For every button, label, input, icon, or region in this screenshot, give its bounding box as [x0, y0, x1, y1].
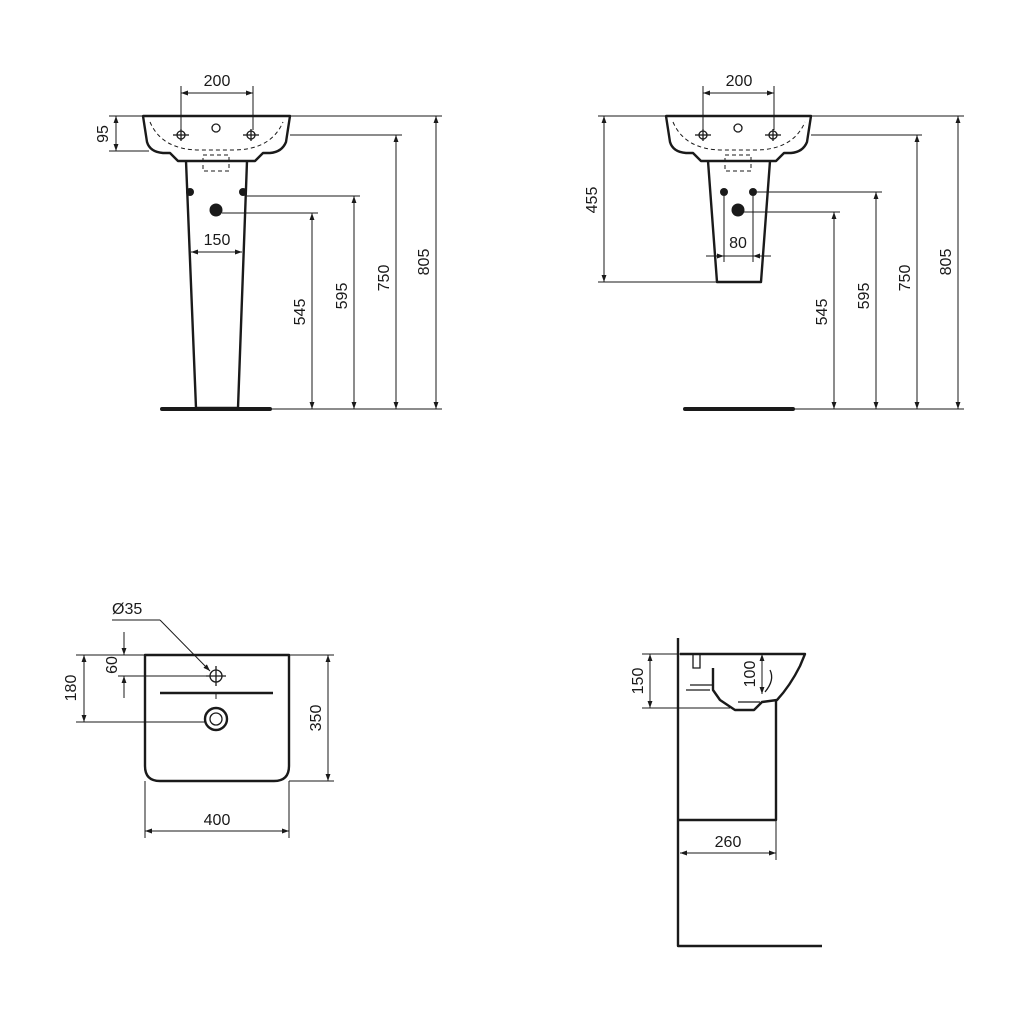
semi-pedestal-shroud: [706, 160, 772, 284]
dim-pedestal-width: 150: [204, 232, 231, 249]
tap-hole-left-icon: [695, 129, 711, 141]
pedestal-column: [184, 160, 249, 410]
dim-waste-height: 545: [292, 299, 309, 326]
pedestal-front-view: 200 95 150 545 595 750 805: [95, 73, 442, 411]
supply-point-left: [186, 188, 194, 196]
plan-view: Ø35 60 180 350 400: [63, 601, 334, 838]
bowl-inner-curve: [764, 669, 773, 693]
dim-supply-height: 595: [856, 283, 873, 310]
dim-depth: 350: [308, 705, 325, 732]
dim-supply-height: 595: [334, 283, 351, 310]
basin-bowl-hidden-line: [149, 121, 284, 151]
dim-rim-height: 750: [897, 265, 914, 292]
dim-semi-pedestal-width: 80: [729, 235, 747, 252]
basin-outline: [141, 114, 292, 163]
waste-trap-hidden: [724, 154, 752, 172]
waste-point: [209, 203, 223, 217]
waste-point: [731, 203, 745, 217]
overflow-hole-icon: [733, 123, 743, 133]
dim-bowl-depth: 100: [742, 661, 759, 688]
dim-semi-pedestal-height: 455: [584, 187, 601, 214]
tap-hole-section: [692, 654, 701, 669]
wall-and-floor: [676, 638, 822, 948]
dim-rim-height: 750: [376, 265, 393, 292]
basin-plan-outline: [143, 653, 291, 783]
waste-outlet-icon: [203, 706, 229, 732]
dim-waste-height: 545: [814, 299, 831, 326]
tap-hole-left-icon: [173, 129, 189, 141]
dim-basin-width: 200: [204, 73, 231, 90]
supply-point-right: [749, 188, 757, 196]
dim-basin-width: 200: [726, 73, 753, 90]
dim-overall-height: 805: [416, 249, 433, 276]
basin-outline: [664, 114, 813, 163]
dim-tap-hole: Ø35: [112, 601, 142, 618]
basin-side-profile: [680, 652, 807, 712]
basin-bowl-hidden-line: [672, 121, 806, 151]
dim-width: 400: [204, 812, 231, 829]
dim-basin-depth: 95: [95, 125, 112, 143]
dim-bowl-height: 150: [630, 668, 647, 695]
dim-projection: 260: [715, 834, 742, 851]
semi-pedestal-side: [678, 700, 778, 822]
side-section-view: 150 100 260: [630, 638, 822, 948]
supply-point-left: [720, 188, 728, 196]
semi-pedestal-front-view: 200 455 80 545 595 750 805: [584, 73, 964, 411]
supply-point-right: [239, 188, 247, 196]
tap-hole-icon: [206, 666, 226, 686]
tap-hole-right-icon: [765, 129, 781, 141]
dim-tap-hole-offset: 60: [104, 656, 121, 674]
dim-overall-height: 805: [938, 249, 955, 276]
dim-waste-offset: 180: [63, 675, 80, 702]
overflow-hole-icon: [211, 123, 221, 133]
tap-hole-right-icon: [243, 129, 259, 141]
waste-trap-hidden: [202, 154, 230, 172]
